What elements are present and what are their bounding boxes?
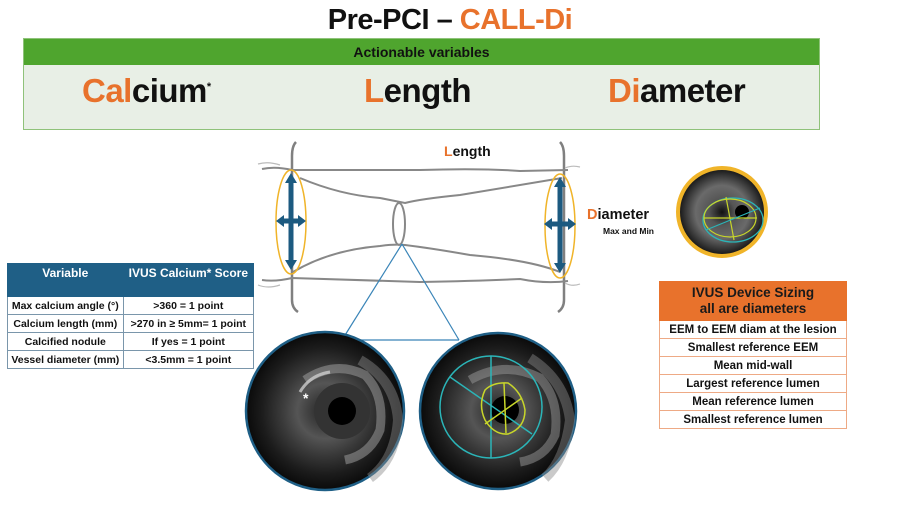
table-row: Smallest reference lumen — [659, 410, 847, 429]
diameter-rest: ameter — [640, 72, 746, 109]
table-row: Calcified nodule If yes = 1 point — [7, 332, 255, 351]
sizing-cell: EEM to EEM diam at the lesion — [659, 320, 847, 339]
right-diameter-ellipse — [544, 173, 576, 279]
table-header-row: Variable IVUS Calcium* Score — [7, 263, 255, 297]
vessel-outer-top — [261, 166, 569, 173]
variable-cell: Calcified nodule — [7, 332, 124, 351]
sizing-header-line1: IVUS Device Sizing — [691, 285, 815, 300]
diameter-highlight: Di — [608, 72, 641, 109]
variable-cell: Calcium length (mm) — [7, 314, 124, 333]
sizing-cell: Mean mid-wall — [659, 356, 847, 375]
length-highlight: L — [364, 72, 384, 109]
lumen-top — [299, 177, 563, 205]
score-cell: >360 = 1 point — [122, 296, 255, 315]
vessel-ends-right — [564, 165, 581, 286]
ivus-image-measured — [418, 331, 578, 491]
lumen-bottom — [292, 243, 561, 273]
sizing-cell: Mean reference lumen — [659, 392, 847, 411]
ivus-image-calcium: * — [244, 330, 406, 492]
diameter-sublabel: Max and Min — [603, 226, 655, 236]
banner-header: Actionable variables — [24, 39, 819, 65]
zoom-line-left — [341, 243, 403, 341]
sizing-header: IVUS Device Sizing all are diameters — [659, 281, 847, 321]
vessel-ends-left — [257, 162, 281, 288]
table-header-row: IVUS Device Sizing all are diameters — [659, 281, 847, 321]
sizing-cell: Largest reference lumen — [659, 374, 847, 393]
score-cell: >270 in ≥ 5mm= 1 point — [122, 314, 255, 333]
eem-diameter-oblique — [449, 376, 533, 435]
left-diameter-ellipse — [275, 169, 307, 275]
zoom-line-right — [401, 243, 460, 341]
table-row: Smallest reference EEM — [659, 338, 847, 357]
lumen-diameter-oblique — [484, 397, 523, 425]
ivus-image-sizing — [676, 166, 768, 258]
score-cell: <3.5mm = 1 point — [122, 350, 255, 369]
length-label: Length — [444, 143, 491, 159]
sizing-header-line2: all are diameters — [699, 301, 807, 316]
actionable-variables-banner: Actionable variables Calcium* Length Dia… — [23, 38, 820, 130]
diameter-label: Diameter — [587, 207, 649, 223]
column-header: Variable — [7, 263, 124, 297]
column-header: IVUS Calcium* Score — [122, 263, 255, 297]
calcium-score-table: Variable IVUS Calcium* Score Max calcium… — [7, 263, 255, 369]
score-cell: If yes = 1 point — [122, 332, 255, 351]
title-acronym: CALL-Di — [459, 4, 573, 36]
sizing-cell: Smallest reference EEM — [659, 338, 847, 357]
calcium-star-marker: * — [303, 390, 309, 406]
right-segment-bracket — [557, 141, 566, 314]
title-main: Pre-PCI – — [327, 4, 460, 36]
vessel-outer-bottom — [261, 276, 569, 284]
length-label-rest: ength — [452, 143, 491, 159]
table-row: Largest reference lumen — [659, 374, 847, 393]
variable-calcium: Calcium* — [82, 72, 211, 110]
page-title: Pre-PCI – CALL-Di — [0, 4, 900, 37]
right-diameter-arrows — [544, 177, 576, 273]
lumen-contour — [480, 382, 526, 435]
table-row: EEM to EEM diam at the lesion — [659, 320, 847, 339]
variable-length: Length — [364, 72, 472, 110]
sizing-cell: Smallest reference lumen — [659, 410, 847, 429]
table-row: Max calcium angle (°) >360 = 1 point — [7, 296, 255, 315]
table-row: Mean reference lumen — [659, 392, 847, 411]
diameter-label-rest: iameter — [597, 207, 650, 223]
diameter-label-highlight: D — [587, 207, 598, 223]
variable-diameter: Diameter — [608, 72, 746, 110]
variable-cell: Max calcium angle (°) — [7, 296, 124, 315]
length-rest: ength — [383, 72, 472, 109]
table-row: Vessel diameter (mm) <3.5mm = 1 point — [7, 350, 255, 369]
left-diameter-arrows — [276, 173, 306, 270]
device-sizing-table: IVUS Device Sizing all are diameters EEM… — [659, 281, 847, 429]
stenosis-cross-section — [392, 202, 406, 246]
calcium-asterisk: * — [206, 81, 211, 93]
table-row: Mean mid-wall — [659, 356, 847, 375]
length-label-highlight: L — [444, 143, 453, 159]
calcium-highlight: Cal — [82, 72, 132, 109]
lumen-diameter-vertical — [503, 382, 507, 434]
variable-cell: Vessel diameter (mm) — [7, 350, 124, 369]
table-row: Calcium length (mm) >270 in ≥ 5mm= 1 poi… — [7, 314, 255, 333]
calcium-rest: cium — [131, 72, 208, 109]
